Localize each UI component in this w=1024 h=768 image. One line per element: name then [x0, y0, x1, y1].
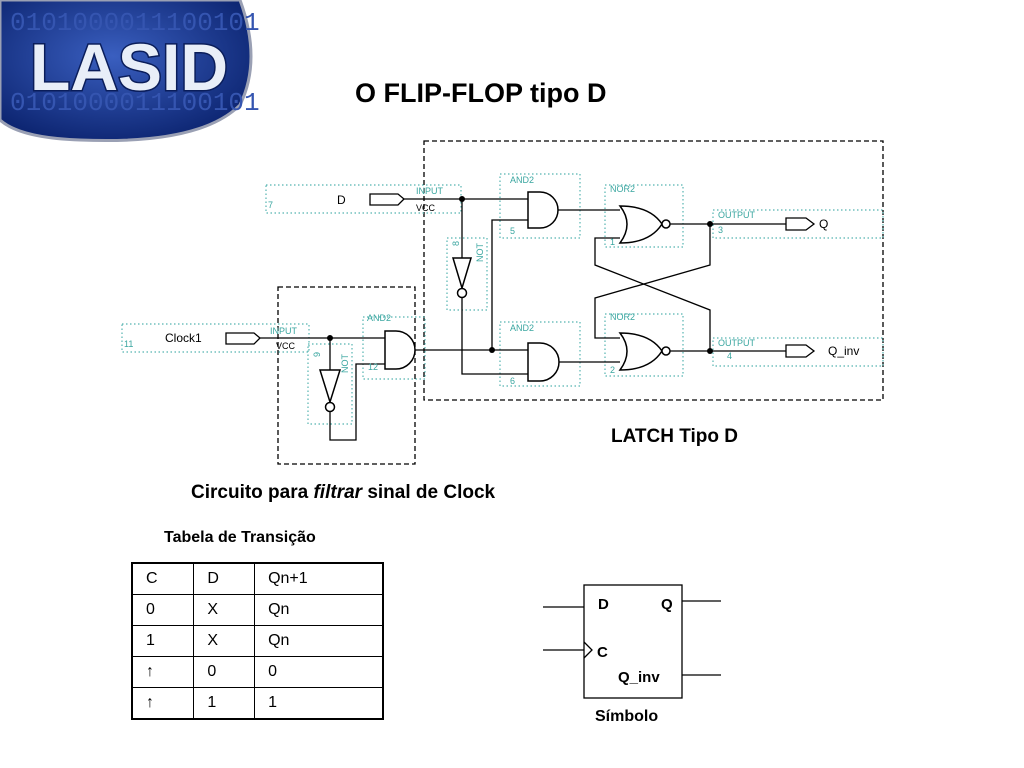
caption-prefix: Circuito para — [191, 482, 314, 503]
input-d-name: D — [337, 193, 346, 207]
num-out-qinv: 4 — [727, 351, 732, 361]
not-latch-box — [446, 237, 488, 311]
tag-input-clock: INPUT — [270, 326, 298, 336]
table-cell-rising-edge: ↑ — [131, 656, 195, 688]
symbol-qinv-label: Q_inv — [618, 669, 660, 686]
output-q-name: Q — [819, 217, 828, 231]
input-d-pin — [369, 193, 405, 206]
and-gate-top — [527, 191, 559, 229]
num-nor-bottom: 2 — [610, 365, 615, 375]
table-cell: 1 — [254, 687, 384, 720]
not-gate-latch — [451, 257, 473, 291]
logo-binary-1: 0101000011100101 — [10, 8, 260, 38]
table-cell: Qn — [254, 625, 384, 657]
table-cell-rising-edge: ↑ — [131, 687, 195, 720]
table-cell: 0 — [131, 594, 195, 626]
tag-output-qinv: OUTPUT — [718, 338, 756, 348]
table-cell: X — [193, 594, 256, 626]
symbol-clock-triangle — [583, 641, 593, 659]
not-clock-box — [307, 343, 353, 425]
table-cell: Qn — [254, 594, 384, 626]
caption-suffix: sinal de Clock — [362, 482, 496, 503]
pin-num-d: 7 — [268, 200, 273, 210]
table-row: ↑ 1 1 — [131, 687, 384, 720]
not-latch-bubble — [456, 287, 468, 299]
symbol-d-label: D — [598, 596, 609, 613]
clock-filter-box — [277, 286, 416, 465]
table-row: ↑ 0 0 — [131, 656, 384, 688]
table-header-row: C D Qn+1 — [131, 562, 384, 595]
output-q-pin — [785, 217, 816, 231]
logo-text: LASID — [30, 30, 228, 104]
header-qn1: Qn+1 — [254, 562, 384, 595]
vcc-clock: VCC — [276, 341, 296, 351]
nor-bottom-bubble — [661, 346, 671, 356]
header-c: C — [131, 562, 195, 595]
table-title: Tabela de Transição — [164, 529, 316, 546]
caption-italic: filtrar — [313, 482, 363, 503]
flipflop-symbol-box — [583, 584, 683, 699]
symbol-c-label: C — [597, 644, 608, 661]
num-and-top: 5 — [510, 226, 515, 236]
output-qinv-pin — [785, 344, 816, 358]
tag-nor-bottom: NOR2 — [610, 312, 635, 322]
symbol-label: Símbolo — [595, 708, 659, 725]
nor-top-box — [604, 184, 684, 248]
num-out-q: 3 — [718, 225, 723, 235]
output-qinv-name: Q_inv — [828, 344, 859, 358]
not-clock-bubble — [324, 401, 336, 413]
table-cell: 0 — [254, 656, 384, 688]
num-nor-top: 1 — [610, 237, 615, 247]
tag-input-d: INPUT — [416, 186, 444, 196]
tag-nor-top: NOR2 — [610, 184, 635, 194]
output-qinv-box — [712, 337, 884, 367]
and-gate-clock — [384, 330, 416, 370]
tag-not-clock: NOT — [340, 354, 350, 374]
nor-bottom-box — [604, 313, 684, 377]
header-d: D — [193, 562, 256, 595]
latch-box — [423, 140, 884, 401]
transition-table: C D Qn+1 0 X Qn 1 X Qn ↑ 0 0 ↑ 1 1 — [131, 562, 384, 720]
and-bottom-box — [499, 321, 581, 387]
tag-and-bottom: AND2 — [510, 323, 534, 333]
table-cell: 0 — [193, 656, 256, 688]
pin-num-clock: 11 — [124, 339, 133, 349]
nor-gate-top — [618, 205, 663, 244]
nor-top-bubble — [661, 219, 671, 229]
num-and-clock: 12 — [368, 362, 378, 372]
clock-filter-caption: Circuito para filtrar sinal de Clock — [191, 482, 495, 504]
latch-label: LATCH Tipo D — [611, 426, 738, 447]
table-cell: 1 — [193, 687, 256, 720]
tag-and-top: AND2 — [510, 175, 534, 185]
nor-gate-bottom — [618, 332, 663, 371]
output-q-box — [712, 209, 884, 239]
table-cell: X — [193, 625, 256, 657]
input-clock-pin — [225, 332, 261, 345]
input-clock-name: Clock1 — [165, 331, 202, 345]
num-not-clock: 9 — [312, 352, 322, 357]
not-gate-clock — [318, 369, 342, 405]
and-top-box — [499, 173, 581, 239]
tag-and-clock: AND2 — [367, 313, 391, 323]
table-cell: 1 — [131, 625, 195, 657]
tag-not-latch: NOT — [475, 243, 485, 263]
table-row: 0 X Qn — [131, 594, 384, 626]
logo-binary-2: 0101000011100101 — [10, 88, 260, 118]
symbol-q-label: Q — [661, 596, 673, 613]
num-and-bottom: 6 — [510, 376, 515, 386]
lasid-logo: 0101000011100101 0101000011100101 LASID — [0, 0, 260, 143]
page-title: O FLIP-FLOP tipo D — [355, 78, 607, 108]
table-row: 1 X Qn — [131, 625, 384, 657]
and-gate-bottom — [527, 342, 560, 382]
tag-output-q: OUTPUT — [718, 210, 756, 220]
vcc-d: VCC — [416, 203, 436, 213]
and-clock-box — [362, 316, 426, 380]
num-not-latch: 8 — [451, 241, 461, 246]
